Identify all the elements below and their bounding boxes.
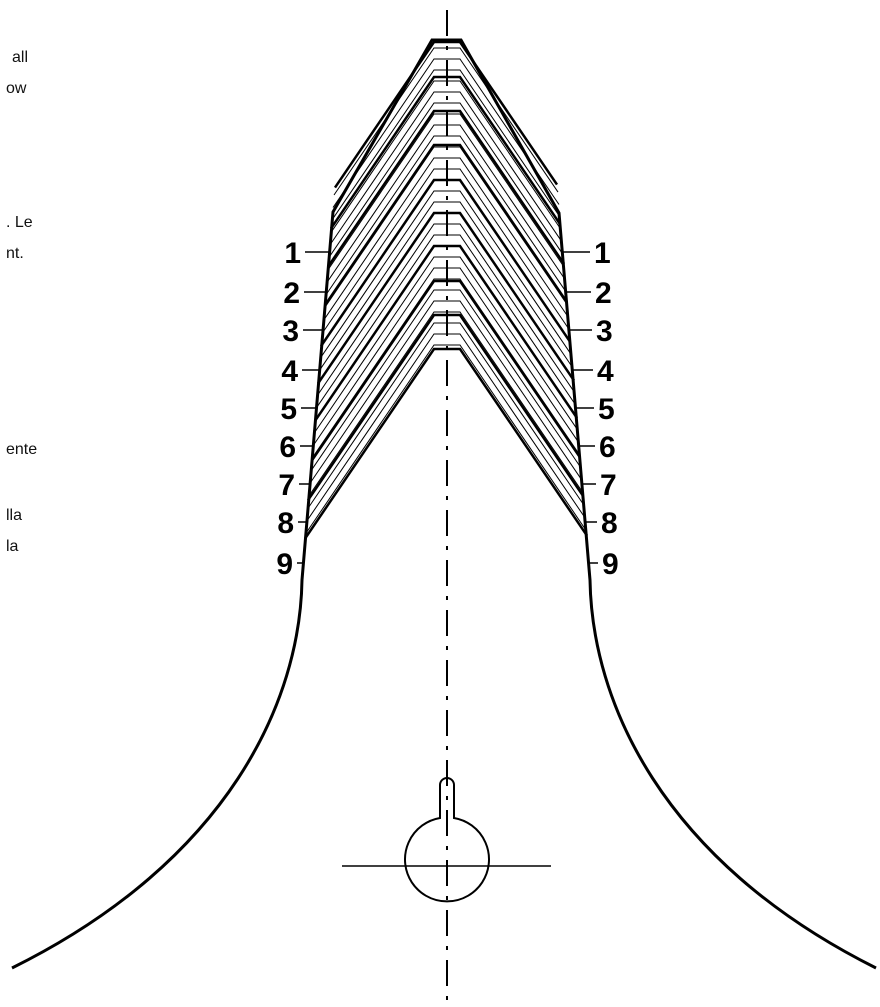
hatch-line-thin [330,80,562,233]
size-chevron-line [323,143,569,306]
size-label-left: 9 [276,548,293,581]
hatch-line-thin [309,300,583,484]
size-label-left: 7 [278,469,295,502]
cut-text-fragment-1: all [12,49,29,66]
cut-text-fragment-5: ente [6,441,38,458]
cut-text-fragment-3: . Le [6,214,33,231]
hatch-line-thin [328,102,564,258]
hatch-line-thin [332,58,560,208]
hatch-line-thin [319,190,572,359]
hatch-line-thin [312,267,580,447]
size-label-right: 1 [594,237,611,270]
size-label-left: 5 [280,393,297,426]
hatch-line-thin [318,201,573,372]
hatch-line-thin [327,113,565,271]
cut-text-fragment-2: ow [6,80,27,97]
size-label-left: 6 [279,431,296,464]
size-chevron-line [310,279,582,462]
size-label-right: 7 [600,469,617,502]
hatch-line-thin [313,256,579,434]
size-label-right: 3 [596,315,613,348]
hatch-line-thin [307,322,585,509]
hatch-line-thin [321,168,570,334]
hatch-line-thin [322,157,569,322]
hatch-line-thin [305,333,586,523]
hatch-line-thin [325,135,567,296]
size-labels-left: 1 2 3 4 5 6 7 8 9 [276,237,330,581]
size-labels-right: 1 2 3 4 5 6 7 8 9 [562,237,619,581]
size-label-left: 4 [281,355,298,388]
hatch-line-thin [315,234,577,409]
outer-outline [11,38,877,970]
size-chevron-line [313,244,579,422]
hatch-line-thin [310,289,582,472]
size-chevron-line [333,40,559,189]
size-chevron-line [303,347,589,540]
size-label-right: 4 [597,355,614,388]
size-label-left: 3 [282,315,299,348]
size-label-right: 6 [599,431,616,464]
size-chevron-line [316,211,576,385]
keyhole-hole [404,777,490,903]
size-label-right: 2 [595,277,612,310]
size-grading-hatching [303,40,589,540]
size-label-right: 5 [598,393,615,426]
hatch-line-thin [331,69,561,221]
size-chevron-line [306,313,585,501]
size-label-left: 2 [283,277,300,310]
size-label-left: 8 [277,507,294,540]
cut-text-fragment-7: la [6,538,19,555]
size-chevron-line [329,75,562,230]
cut-text-fragment-4: nt. [6,245,24,262]
size-label-left: 1 [284,237,301,270]
hatch-line-thin [308,311,584,497]
cut-text-fragment-6: lla [6,507,23,524]
size-chevron-line [319,178,572,347]
hatch-line-thin [329,91,563,246]
size-label-right: 8 [601,507,618,540]
size-label-right: 9 [602,548,619,581]
hatch-line-thin [316,223,576,397]
hatch-line-thin [326,124,566,283]
size-chevron-line [326,109,566,268]
hatch-line-thin [304,344,587,535]
